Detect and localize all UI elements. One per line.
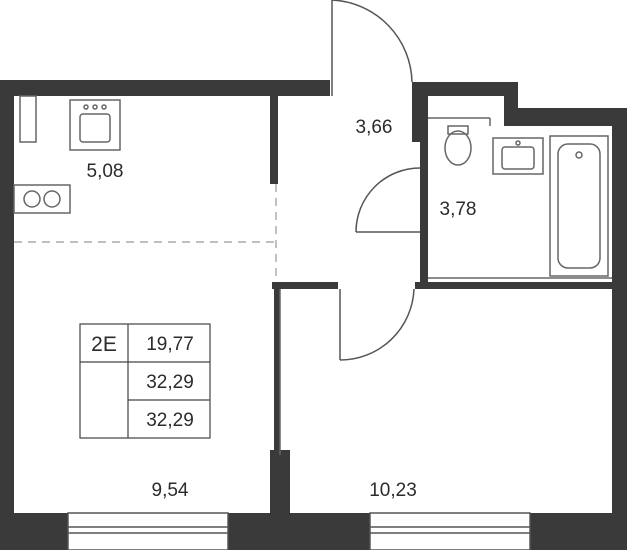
bedroom-door <box>339 288 415 361</box>
apartment-type: 2E <box>91 333 117 356</box>
total-area-balcony-value: 32,29 <box>146 410 194 431</box>
thin-lines <box>279 117 612 455</box>
kitchen-counter-icon <box>19 95 37 143</box>
entrance-door <box>331 0 413 96</box>
zone-dividers <box>14 184 277 282</box>
washbasin-icon <box>492 137 544 175</box>
living-room-area: 9,54 <box>152 480 189 501</box>
sink-icon <box>69 99 121 151</box>
bathtub-icon <box>549 135 609 277</box>
bathroom-door <box>355 167 421 233</box>
window-bedroom <box>369 512 531 550</box>
total-area-value: 32,29 <box>146 372 194 393</box>
bedroom-area: 10,23 <box>369 480 417 501</box>
kitchen-area: 5,08 <box>87 161 124 182</box>
hall-area: 3,66 <box>356 117 393 138</box>
bathroom-area: 3,78 <box>440 199 477 220</box>
stove-icon <box>13 184 71 214</box>
toilet-icon <box>444 125 472 166</box>
living-area-value: 19,77 <box>146 334 194 355</box>
interior-walls <box>270 96 612 514</box>
window-living <box>67 512 229 550</box>
info-table <box>79 323 211 439</box>
